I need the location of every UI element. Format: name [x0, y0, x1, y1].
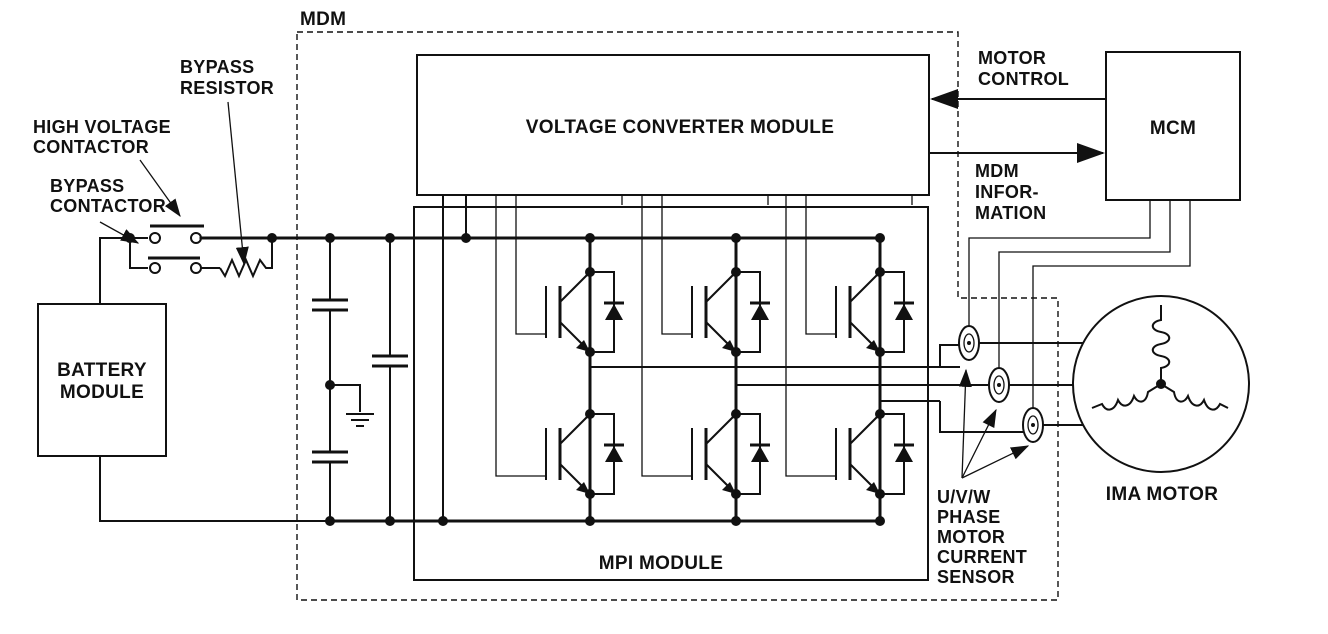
capacitor-bank-left	[312, 233, 374, 526]
voltage-converter-module-box	[416, 54, 930, 196]
ima-motor-label: IMA MOTOR	[1106, 484, 1218, 505]
bypass-contactor-label-line1: BYPASS	[50, 176, 125, 196]
mdm-information-label-line3: MATION	[975, 203, 1046, 223]
current-sensor-label-line2: PHASE	[937, 507, 1001, 527]
motor-control-label-line2: CONTROL	[978, 69, 1069, 89]
bypass-resistor-label-line1: BYPASS	[180, 57, 255, 77]
capacitor-bank-right	[372, 233, 408, 526]
inverter-leg-3-upper-gate-line	[805, 195, 836, 335]
mdm-label: MDM	[300, 9, 346, 30]
mcm-label: MCM	[1150, 118, 1196, 139]
inverter-leg-2-lower-gate-line	[641, 195, 692, 477]
inverter-leg-2-upper-diode	[751, 304, 769, 320]
battery-module-label-line1: BATTERY	[57, 360, 147, 381]
current-sensor-label-line5: SENSOR	[937, 567, 1015, 587]
inverter-leg-2-upper-gate-line	[661, 195, 692, 335]
high-voltage-contactor-label-line1: HIGH VOLTAGE	[33, 117, 171, 137]
current-sensor-v	[988, 367, 1010, 403]
current-sensor-w	[1022, 407, 1044, 443]
inverter-leg-3-lower-diode	[895, 446, 913, 462]
current-sensor-label-line4: CURRENT	[937, 547, 1027, 567]
mdm-information-label-line2: INFOR-	[975, 182, 1039, 202]
inverter-legs	[495, 195, 914, 526]
bypass-resistor-label-line2: RESISTOR	[180, 78, 274, 98]
mcm-box	[1105, 51, 1241, 201]
battery-module-label-line2: MODULE	[60, 382, 144, 403]
inverter-leg-1-lower-gate-line	[495, 195, 546, 477]
motor-control-label-line1: MOTOR	[978, 48, 1046, 68]
inverter-leg-2-lower-diode	[751, 446, 769, 462]
bypass-contactor	[129, 238, 220, 274]
inverter-leg-1-lower-diode	[605, 446, 623, 462]
high-voltage-contactor	[125, 224, 332, 244]
inverter-leg-3-upper-diode	[895, 304, 913, 320]
current-sensor-label-line1: U/V/W	[937, 487, 991, 507]
ima-motor-symbol	[1072, 295, 1250, 473]
current-sensor-u	[958, 325, 980, 361]
inverter-leg-1-upper-gate-line	[515, 195, 546, 335]
mpi-module-box	[413, 206, 929, 581]
current-sensor-label-line3: MOTOR	[937, 527, 1005, 547]
battery-module-box	[37, 303, 167, 457]
bypass-contactor-label-line2: CONTACTOR	[50, 196, 166, 216]
mdm-boundary	[296, 31, 1059, 601]
mdm-information-label-line1: MDM	[975, 161, 1019, 181]
voltage-converter-module-label: VOLTAGE CONVERTER MODULE	[526, 117, 834, 138]
high-voltage-contactor-label-line2: CONTACTOR	[33, 137, 149, 157]
mpi-module-label: MPI MODULE	[599, 553, 723, 574]
inverter-leg-3-lower-gate-line	[785, 195, 836, 477]
inverter-leg-1-upper-diode	[605, 304, 623, 320]
